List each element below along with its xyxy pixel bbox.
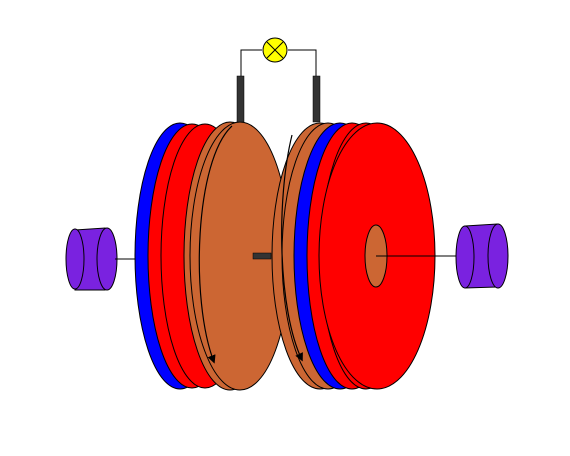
lamp-icon — [262, 37, 288, 63]
right-pulley-right-end — [487, 223, 509, 289]
right-wire — [288, 49, 317, 76]
right-brush-icon — [312, 75, 321, 123]
left-pulley — [65, 227, 118, 291]
left-pulley-left-end — [65, 228, 85, 290]
left-copper-disc — [183, 121, 291, 391]
left-brush-icon — [236, 75, 245, 123]
right-pulley — [455, 223, 509, 289]
left-disc-rotation-arrow-icon — [198, 125, 233, 364]
right-pulley-left-end — [455, 225, 475, 289]
center-contact-brush — [252, 252, 272, 260]
left-wire — [240, 49, 262, 76]
right-disc-rotation-arrow-icon — [281, 134, 303, 362]
left-pulley-right-end — [96, 227, 118, 291]
